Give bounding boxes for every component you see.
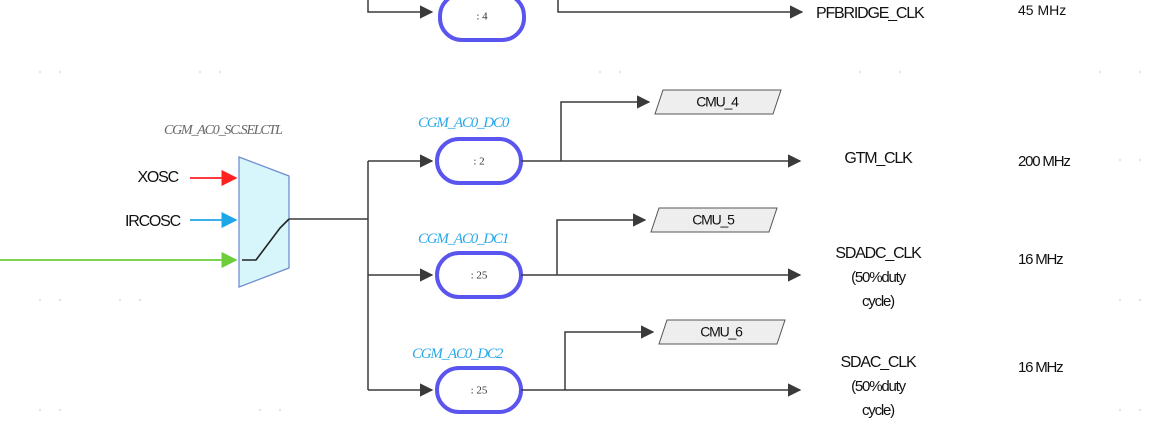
input-label-ircosc: IRCOSC (125, 213, 181, 230)
cmu-1-box (650, 207, 778, 233)
cmu-0-box (654, 89, 782, 115)
top-input-wire (367, 0, 434, 19)
mux-title: CGM_AC0_SC.SELCTL (164, 123, 283, 138)
top-clock-freq: 45 MHz (1018, 2, 1066, 18)
clock-1-line-0: SDADC_CLK (835, 245, 922, 262)
divider-2-cmu-wire (564, 325, 655, 390)
cmu-2-box (658, 319, 786, 345)
input-label-xosc: XOSC (137, 169, 178, 186)
divider-1-label: CGM_AC0_DC1 (418, 231, 508, 247)
divider-0-ratio: : 2 (473, 156, 484, 168)
clock-2-line-2: cycle) (862, 402, 895, 419)
cmu-0-label: CMU_4 (696, 94, 739, 110)
divider-0-cmu-wire (560, 95, 651, 161)
divider-2-label: CGM_AC0_DC2 (412, 346, 504, 362)
mux-group: CGM_AC0_SC.SELCTL XOSC IRCOSC (0, 123, 369, 390)
mux-switch-line (242, 218, 290, 261)
top-output-wire (557, 0, 804, 19)
clock-2-line-0: SDAC_CLK (841, 354, 917, 371)
mux-trapezoid (238, 156, 290, 288)
background-grid (39, 71, 1141, 411)
clock-1-line-1: (50%duty (851, 269, 906, 286)
clock-1-freq: 16 MHz (1018, 251, 1063, 268)
clock-1-line-2: cycle) (862, 293, 895, 310)
cmu-2-label: CMU_6 (700, 324, 743, 340)
clock-0-line-0: GTM_CLK (844, 150, 913, 167)
clock-0-freq: 200 MHz (1018, 153, 1070, 170)
clock-2-line-1: (50%duty (851, 378, 906, 395)
divider-0-label: CGM_AC0_DC0 (418, 115, 510, 131)
divider-1-cmu-wire (556, 213, 647, 275)
cmu-1-label: CMU_5 (692, 212, 735, 228)
top-branch: : 4 PFBRIDGE_CLK 45 MHz (367, 0, 1066, 42)
top-divider-oval (438, 0, 526, 42)
clock-2-freq: 16 MHz (1018, 359, 1063, 376)
divider-2-ratio: : 25 (471, 385, 488, 397)
divider-1-ratio: : 25 (471, 270, 488, 282)
top-divider-ratio: : 4 (476, 11, 488, 23)
top-clock-name: PFBRIDGE_CLK (816, 5, 925, 22)
